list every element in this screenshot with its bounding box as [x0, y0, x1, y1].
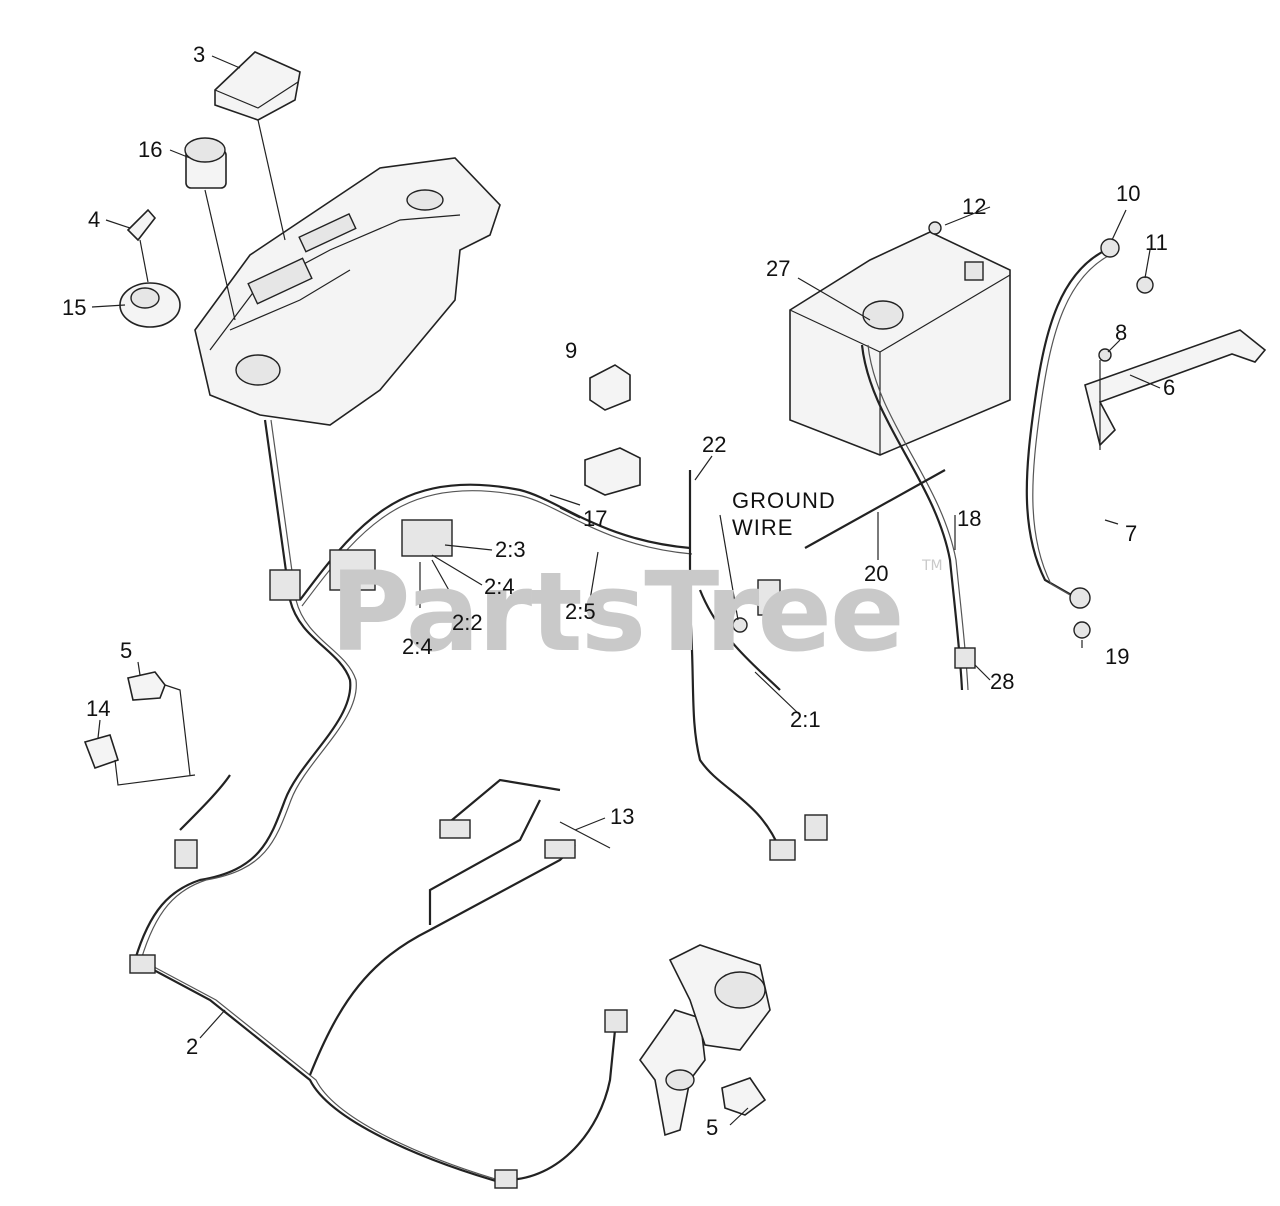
callout-19: 19 [1105, 644, 1129, 669]
callout-5-lower: 5 [706, 1115, 718, 1140]
callout-28: 28 [990, 669, 1014, 694]
callout-12: 12 [962, 194, 986, 219]
part-4-clip [126, 208, 157, 242]
ground-wire-note-line2: WIRE [732, 515, 793, 540]
callout-5-upper: 5 [120, 638, 132, 663]
callout-15: 15 [62, 295, 86, 320]
part-6-battery-bracket [1084, 329, 1267, 450]
callout-16: 16 [138, 137, 162, 162]
callout-6: 6 [1163, 375, 1175, 400]
callout-labels: 3 16 4 15 9 12 10 11 27 8 6 7 22 17 2:3 … [62, 42, 1175, 1140]
relay-socket [549, 447, 641, 506]
callout-7: 7 [1125, 521, 1137, 546]
part-27-battery [789, 231, 1011, 456]
callout-11: 11 [1145, 230, 1168, 255]
part-19-washer [1073, 621, 1091, 639]
part-10-battery-cable [1025, 238, 1120, 609]
part-20-ground-wire [804, 469, 946, 549]
callout-2-3: 2:3 [495, 537, 526, 562]
leader-lines [91, 55, 1161, 1126]
part-5-switch-upper [127, 671, 191, 776]
watermark-trademark: TM [921, 558, 943, 574]
callout-8: 8 [1115, 320, 1127, 345]
callout-2-4-left: 2:4 [402, 634, 433, 659]
callout-9: 9 [565, 338, 577, 363]
part-3-switch-module [214, 51, 301, 241]
pto-bracket-assembly [639, 944, 771, 1137]
callout-20: 20 [864, 561, 888, 586]
callout-27: 27 [766, 256, 790, 281]
callout-18: 18 [957, 506, 981, 531]
part-9-relay [589, 364, 631, 411]
control-panel [194, 157, 501, 426]
callout-3: 3 [193, 42, 205, 67]
part-13-cable-tie [559, 821, 611, 849]
callout-2: 2 [186, 1034, 198, 1059]
ground-wire-note-line1: GROUND [732, 488, 836, 513]
watermark-text: PartsTree [330, 548, 903, 676]
part-12-nut [928, 221, 942, 235]
part-18-battery-cable [860, 344, 976, 691]
callout-2-5: 2:5 [565, 599, 596, 624]
callout-4: 4 [88, 207, 100, 232]
part-2-main-harness [129, 419, 828, 1189]
callout-17: 17 [583, 506, 607, 531]
callout-13: 13 [610, 804, 634, 829]
callout-2-2: 2:2 [452, 610, 483, 635]
part-15-throttle-knob [119, 239, 181, 328]
callout-22: 22 [702, 432, 726, 457]
callout-10: 10 [1116, 181, 1140, 206]
callout-14: 14 [86, 696, 110, 721]
part-11-nut [1136, 276, 1154, 294]
part-14-switch [83, 734, 196, 786]
harness-connector [129, 954, 156, 974]
callout-2-1: 2:1 [790, 707, 821, 732]
callout-2-4-right: 2:4 [484, 574, 515, 599]
part-16-key-switch [184, 137, 236, 321]
